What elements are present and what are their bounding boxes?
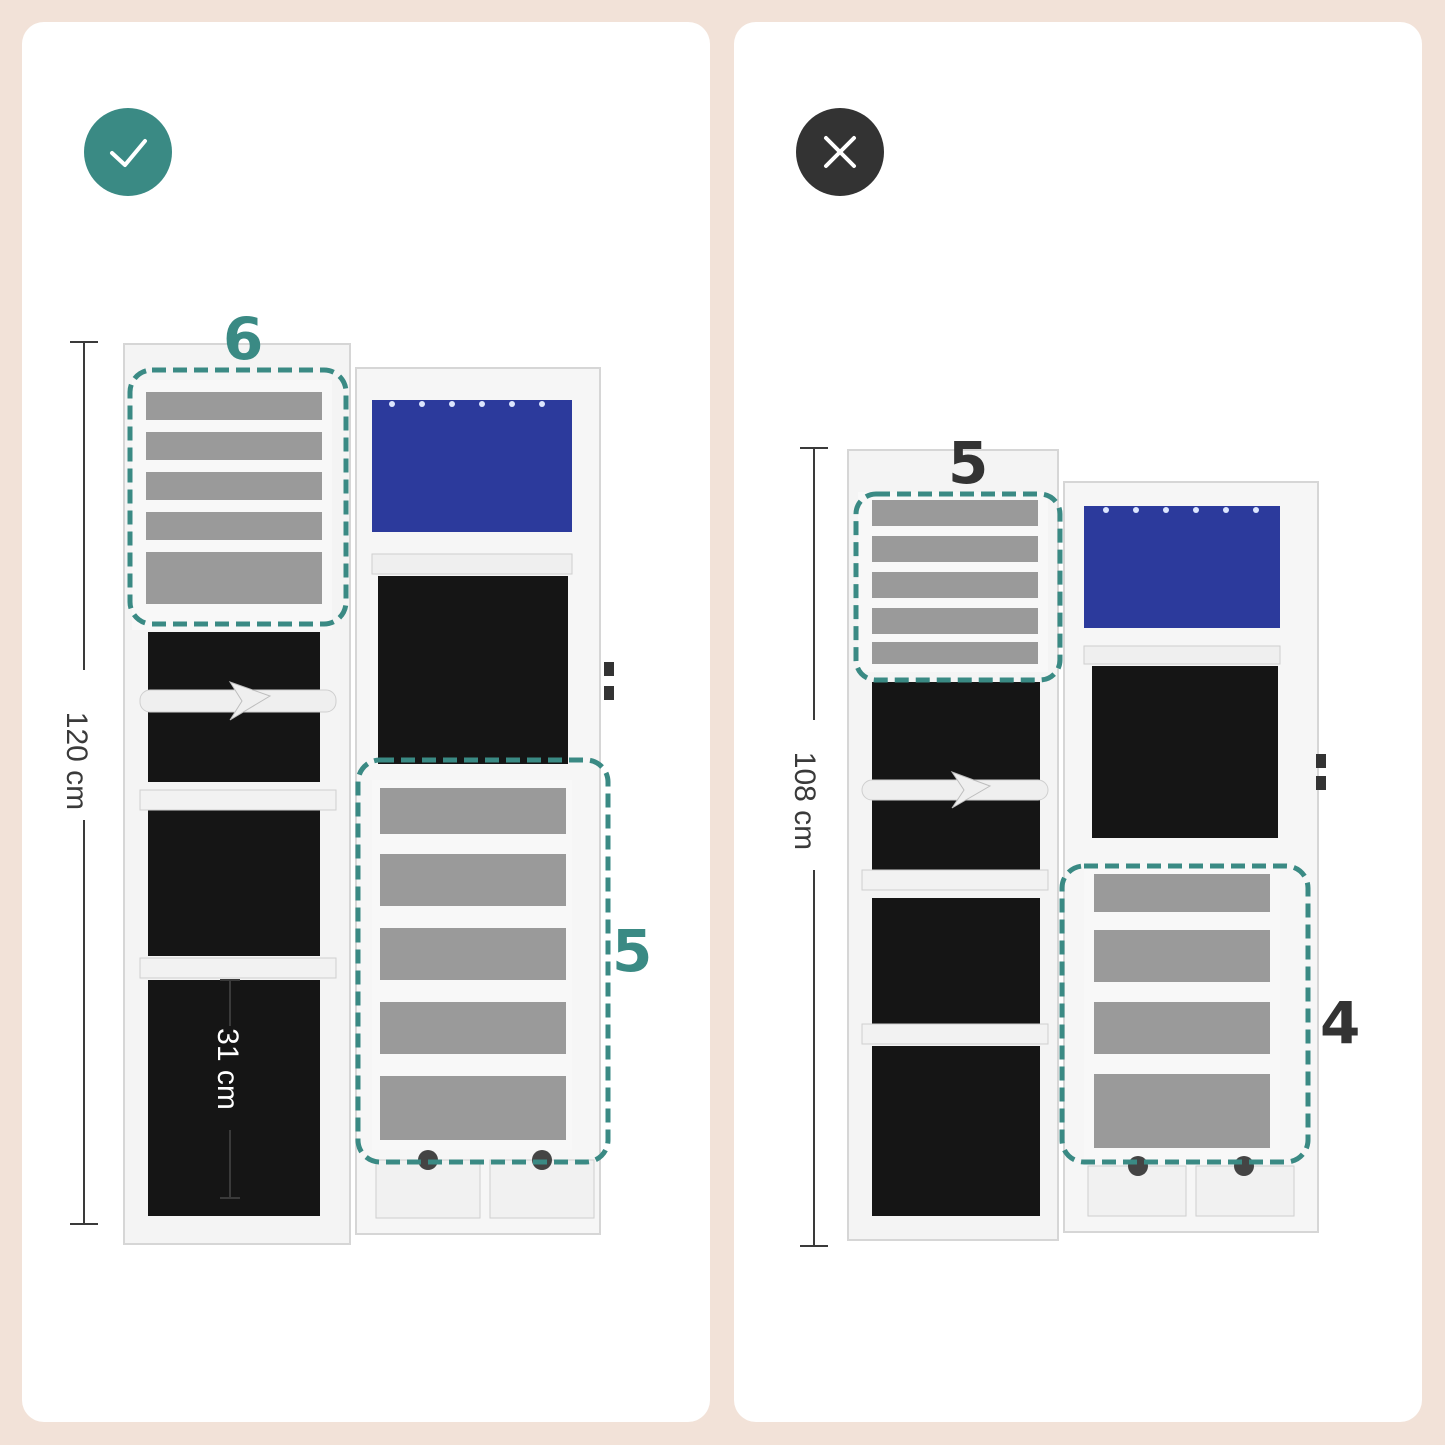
section-height-label: 31 cm — [211, 1028, 244, 1110]
x-icon — [796, 108, 884, 196]
total-height-label: 108 cm — [788, 751, 821, 851]
height-dimension-line — [800, 447, 828, 1247]
bottom-section-count: 5 — [612, 917, 653, 985]
bottom-section-count: 4 — [1320, 989, 1361, 1057]
check-icon — [84, 108, 172, 196]
jewelry-cabinet-illustration — [847, 449, 1326, 1241]
total-height-label: 120 cm — [60, 711, 93, 811]
top-section-count: 5 — [948, 429, 989, 497]
left-comparison-panel: 120 cm — [22, 22, 710, 1422]
top-section-count: 6 — [223, 305, 264, 373]
jewelry-cabinet-illustration — [123, 343, 614, 1245]
right-comparison-panel: 108 cm — [734, 22, 1422, 1422]
height-dimension-line — [70, 341, 98, 1225]
